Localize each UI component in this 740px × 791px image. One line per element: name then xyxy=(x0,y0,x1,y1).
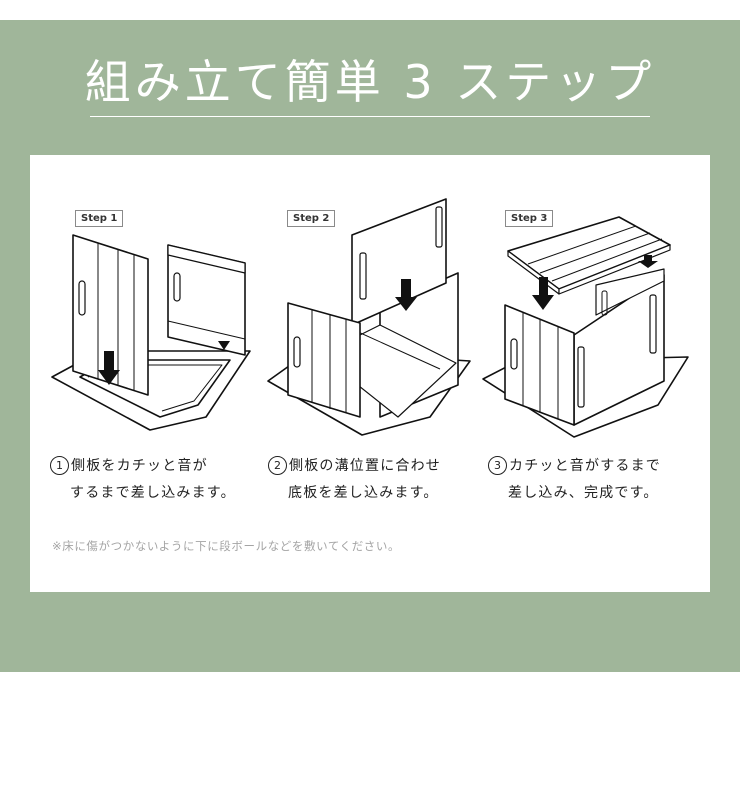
step-3-illustration-icon xyxy=(482,216,689,438)
step-3-caption-line-1: カチッと音がするまで xyxy=(509,458,661,474)
circled-number-3-icon: 3 xyxy=(488,456,507,475)
title-underline xyxy=(90,116,650,117)
page-title: 組み立て簡単 3 ステップ xyxy=(84,55,656,109)
circled-number-2-icon: 2 xyxy=(268,456,287,475)
step-1-illustration-icon xyxy=(51,234,251,431)
step-2-badge: Step 2 xyxy=(287,210,336,227)
step-2-caption-line-2: 底板を差し込みます。 xyxy=(288,485,439,501)
step-2-illustration-icon xyxy=(267,198,471,436)
step-1-caption-line-2: するまで差し込みます。 xyxy=(70,485,236,501)
floor-protection-note: ※床に傷がつかないように下に段ボールなどを敷いてください。 xyxy=(52,539,401,553)
circled-number-1-icon: 1 xyxy=(50,456,69,475)
step-1-badge: Step 1 xyxy=(75,210,124,227)
step-1-caption-line-1: 側板をカチッと音が xyxy=(71,458,208,474)
step-3-caption-line-2: 差し込み、完成です。 xyxy=(508,485,659,501)
step-2-caption-line-1: 側板の溝位置に合わせ xyxy=(289,458,441,474)
step-3-badge: Step 3 xyxy=(505,210,554,227)
